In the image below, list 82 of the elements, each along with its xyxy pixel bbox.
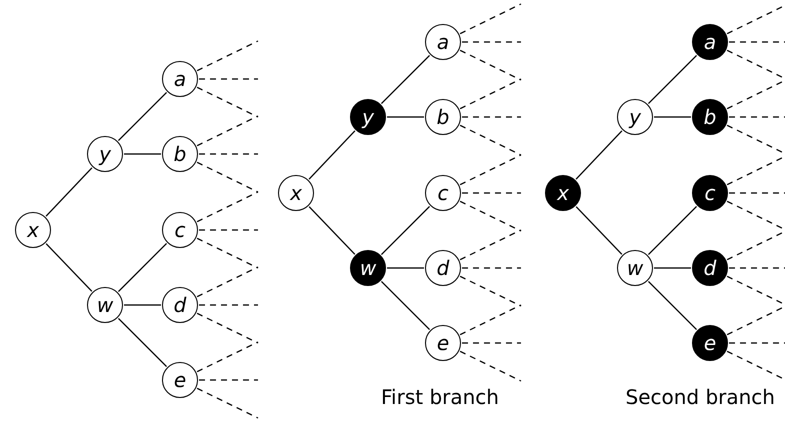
tree-node: w	[350, 250, 386, 286]
tree-edge	[381, 55, 430, 104]
tree-edge	[46, 243, 92, 292]
tree-edge	[381, 206, 430, 255]
tree-edge	[124, 153, 161, 155]
tree-node: w	[87, 287, 123, 323]
dashed-branch-line	[196, 40, 258, 72]
tree-edge	[124, 304, 161, 306]
dashed-branch-line	[460, 50, 522, 81]
tree-node: x	[15, 212, 51, 248]
tree-node: c	[692, 175, 728, 211]
dashed-branch-line	[460, 276, 522, 307]
tree-node: y	[350, 99, 386, 135]
dashed-branch-line	[199, 379, 258, 381]
tree-node: a	[692, 24, 728, 60]
dashed-branch-line	[462, 192, 521, 194]
tree-edge	[576, 130, 622, 180]
tree-edge	[308, 206, 356, 255]
tree-edge	[118, 318, 167, 367]
tree-node: x	[545, 175, 581, 211]
dashed-branch-line	[460, 200, 522, 232]
tree-node: c	[425, 175, 461, 211]
dashed-branch-line	[196, 341, 258, 372]
tree-edge	[46, 167, 92, 217]
tree-edge	[648, 55, 697, 104]
dashed-branch-line	[196, 86, 258, 118]
tree-edge	[654, 116, 691, 118]
dashed-branch-line	[729, 267, 785, 269]
tree-node: a	[162, 61, 198, 97]
dashed-branch-line	[196, 266, 258, 298]
tree-node: b	[425, 99, 461, 135]
dashed-branch-line	[460, 3, 522, 34]
tree-node: e	[162, 362, 198, 398]
tree-node: d	[425, 250, 461, 286]
dashed-branch-line	[196, 115, 258, 146]
dashed-branch-line	[462, 267, 521, 269]
tree-node: y	[617, 99, 653, 135]
tree-node: b	[692, 99, 728, 135]
dashed-branch-line	[199, 304, 258, 306]
tree-edge	[387, 116, 424, 118]
tree-edge	[308, 130, 356, 180]
tree-node: e	[425, 325, 461, 361]
dashed-branch-line	[460, 124, 522, 156]
dashed-branch-line	[460, 304, 522, 336]
tree-node: b	[162, 136, 198, 172]
dashed-branch-line	[462, 116, 521, 118]
tree-edge	[381, 281, 430, 330]
tree-edge	[576, 206, 622, 255]
tree-edge	[648, 206, 697, 255]
tree-edge	[654, 267, 691, 269]
dashed-branch-line	[196, 388, 258, 419]
dashed-branch-line	[196, 312, 258, 344]
dashed-branch-line	[199, 153, 258, 155]
dashed-branch-line	[460, 229, 522, 260]
dashed-branch-line	[460, 78, 522, 110]
tree-edge	[387, 267, 424, 269]
dashed-branch-line	[462, 41, 521, 43]
dashed-branch-line	[462, 342, 521, 344]
tree-node: y	[87, 136, 123, 172]
tree-node: e	[692, 325, 728, 361]
dashed-branch-line	[460, 154, 522, 186]
caption: Second branch	[626, 385, 775, 409]
tree-edge	[118, 92, 167, 141]
tree-edge	[118, 243, 167, 292]
dashed-branch-line	[729, 116, 785, 118]
tree-node: c	[162, 212, 198, 248]
tree-node: d	[162, 287, 198, 323]
caption: First branch	[381, 385, 499, 409]
dashed-branch-line	[460, 350, 522, 382]
dashed-branch-line	[196, 162, 258, 193]
tree-node: w	[617, 250, 653, 286]
tree-node: d	[692, 250, 728, 286]
tree-edge	[648, 281, 697, 330]
dashed-branch-line	[196, 191, 258, 222]
dashed-branch-line	[199, 78, 258, 80]
dashed-branch-line	[729, 192, 785, 194]
dashed-branch-line	[196, 238, 258, 269]
tree-node: x	[278, 175, 314, 211]
dashed-branch-line	[199, 229, 258, 231]
tree-node: a	[425, 24, 461, 60]
dashed-branch-line	[729, 41, 785, 43]
dashed-branch-line	[729, 342, 785, 344]
